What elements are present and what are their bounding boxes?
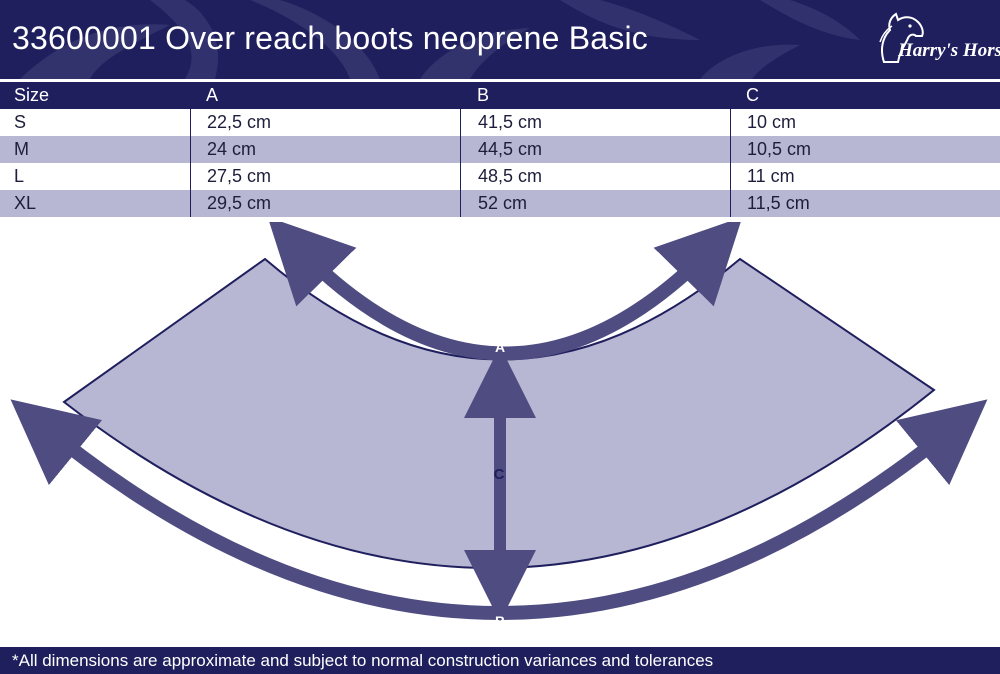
- boot-shape-diagram: A B C: [10, 222, 988, 629]
- footer-bar: *All dimensions are approximate and subj…: [0, 647, 1000, 674]
- a-cell: 27,5 cm: [190, 163, 460, 190]
- b-cell: 41,5 cm: [460, 109, 730, 136]
- a-cell: 24 cm: [190, 136, 460, 163]
- b-cell: 48,5 cm: [460, 163, 730, 190]
- leaf-pattern-decoration: [20, 0, 860, 79]
- column-header-c: C: [746, 85, 759, 105]
- column-header-a: A: [206, 85, 219, 105]
- size-cell: XL: [14, 193, 37, 213]
- c-cell: 11 cm: [730, 163, 1000, 190]
- label-a: A: [495, 339, 505, 355]
- header-banner: 33600001 Over reach boots neoprene Basic…: [0, 0, 1000, 79]
- b-cell: 52 cm: [460, 190, 730, 217]
- label-b: B: [495, 613, 505, 629]
- a-cell: 22,5 cm: [190, 109, 460, 136]
- brand-logo: Harry's Horse: [870, 6, 1000, 74]
- size-cell: L: [14, 166, 25, 186]
- page-title: 33600001 Over reach boots neoprene Basic: [12, 20, 648, 56]
- disclaimer-note: *All dimensions are approximate and subj…: [12, 651, 714, 670]
- label-c: C: [494, 466, 505, 483]
- c-cell: 10,5 cm: [730, 136, 1000, 163]
- size-table: Size A B C S 22,5 cm 41,5 cm 10 cm M 24 …: [0, 82, 1000, 217]
- table-header-row: Size A B C: [0, 82, 1000, 109]
- table-row: XL 29,5 cm 52 cm 11,5 cm: [0, 190, 1000, 217]
- c-cell: 10 cm: [730, 109, 1000, 136]
- b-cell: 44,5 cm: [460, 136, 730, 163]
- size-cell: M: [14, 139, 29, 159]
- table-row: M 24 cm 44,5 cm 10,5 cm: [0, 136, 1000, 163]
- table-row: S 22,5 cm 41,5 cm 10 cm: [0, 109, 1000, 136]
- horse-head-icon: [879, 12, 924, 63]
- column-header-b: B: [477, 85, 490, 105]
- table-row: L 27,5 cm 48,5 cm 11 cm: [0, 163, 1000, 190]
- column-header-size: Size: [14, 85, 50, 105]
- a-cell: 29,5 cm: [190, 190, 460, 217]
- brand-name: Harry's Horse: [898, 40, 1000, 61]
- size-cell: S: [14, 112, 27, 132]
- c-cell: 11,5 cm: [730, 190, 1000, 217]
